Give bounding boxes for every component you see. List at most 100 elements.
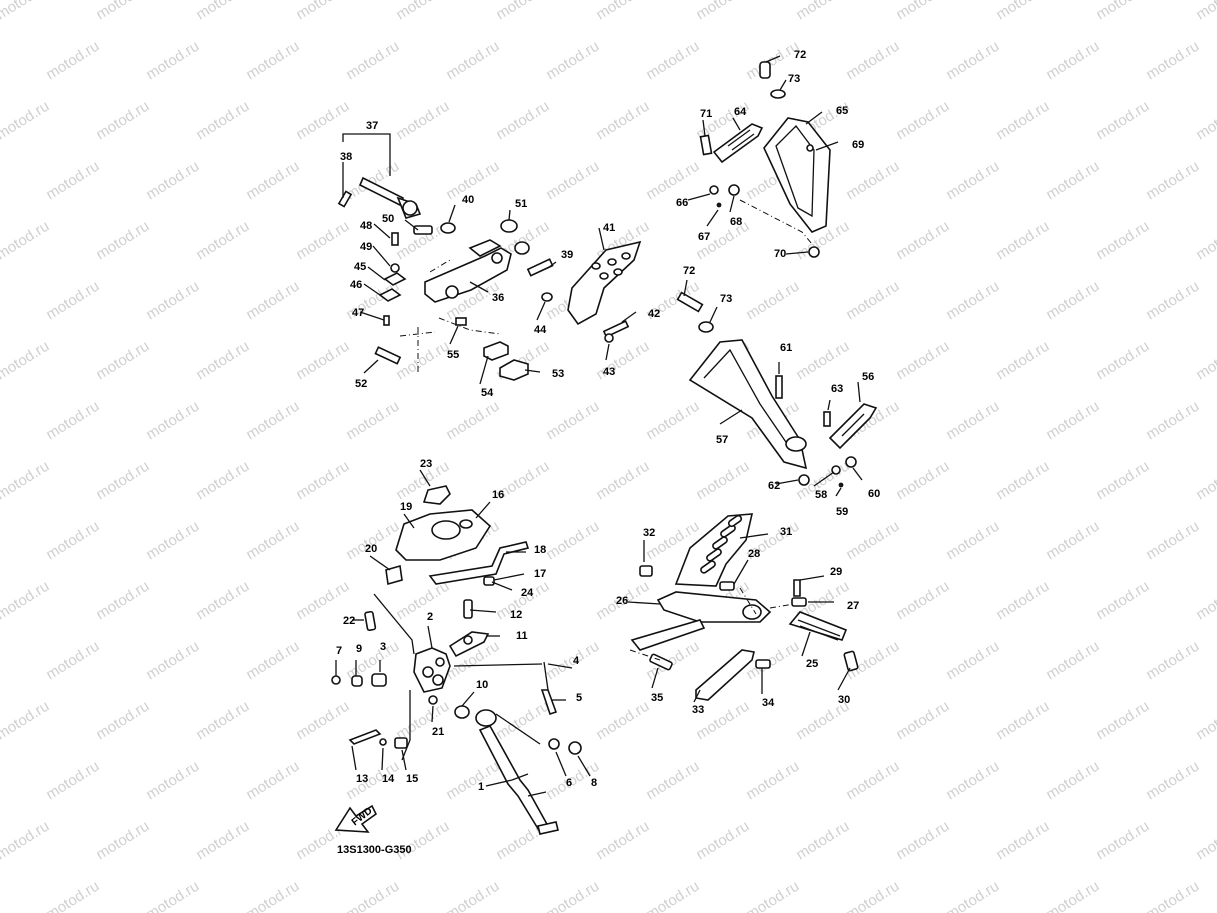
watermark-text: motod.ru (393, 578, 452, 624)
watermark-text: motod.ru (993, 458, 1052, 504)
callout-6: 6 (566, 777, 572, 789)
watermark-text: motod.ru (743, 878, 802, 913)
watermark-text: motod.ru (93, 0, 152, 23)
watermark-text: motod.ru (1193, 338, 1217, 384)
watermark-text: motod.ru (893, 98, 952, 144)
callout-34: 34 (762, 697, 775, 709)
callout-72: 72 (683, 265, 695, 277)
watermark-text: motod.ru (543, 878, 602, 913)
diagram-code: 13S1300-G350 (337, 844, 412, 856)
watermark-text: motod.ru (893, 698, 952, 744)
callout-24: 24 (521, 587, 534, 599)
callout-32: 32 (643, 527, 655, 539)
watermark-text: motod.ru (843, 278, 902, 324)
callout-8: 8 (591, 777, 597, 789)
watermark-text: motod.ru (993, 698, 1052, 744)
watermark-text: motod.ru (393, 338, 452, 384)
watermark-text: motod.ru (0, 158, 2, 204)
watermark-text: motod.ru (93, 578, 152, 624)
callout-50: 50 (382, 213, 394, 225)
watermark-text: motod.ru (943, 398, 1002, 444)
watermark-text: motod.ru (493, 578, 552, 624)
watermark-text: motod.ru (1193, 578, 1217, 624)
watermark-text: motod.ru (993, 338, 1052, 384)
watermark-text: motod.ru (1143, 878, 1202, 913)
callout-42: 42 (648, 308, 660, 320)
watermark-text: motod.ru (893, 218, 952, 264)
watermark-text: motod.ru (243, 638, 302, 684)
callout-70: 70 (774, 248, 786, 260)
callout-60: 60 (868, 488, 880, 500)
watermark-text: motod.ru (93, 818, 152, 864)
callout-5: 5 (576, 692, 582, 704)
watermark-text: motod.ru (943, 38, 1002, 84)
watermark-text: motod.ru (443, 758, 502, 804)
watermark-text: motod.ru (543, 158, 602, 204)
watermark-text: motod.ru (143, 158, 202, 204)
watermark-text: motod.ru (593, 818, 652, 864)
watermark-text: motod.ru (393, 0, 452, 23)
watermark-text: motod.ru (943, 278, 1002, 324)
callout-4: 4 (573, 655, 580, 667)
sidestand-switch-cover (369, 469, 530, 591)
watermark-text: motod.ru (443, 38, 502, 84)
watermark-text: motod.ru (243, 158, 302, 204)
watermark-text: motod.ru (1043, 38, 1102, 84)
callout-13: 13 (356, 773, 368, 785)
callout-27: 27 (847, 600, 859, 612)
watermark-text: motod.ru (1043, 158, 1102, 204)
callout-3: 3 (380, 641, 386, 653)
watermark-text: motod.ru (993, 0, 1052, 23)
watermark-text: motod.ru (743, 758, 802, 804)
watermark-text: motod.ru (593, 0, 652, 23)
front-footrest-assembly (627, 513, 859, 703)
callout-40: 40 (462, 194, 474, 206)
watermark-text: motod.ru (493, 698, 552, 744)
callout-62: 62 (768, 480, 780, 492)
watermark-text: motod.ru (0, 818, 52, 864)
callout-46: 46 (350, 279, 362, 291)
watermark-text: motod.ru (243, 758, 302, 804)
watermark-text: motod.ru (1193, 818, 1217, 864)
watermark-text: motod.ru (0, 38, 2, 84)
watermark-text: motod.ru (1093, 218, 1152, 264)
watermark-text: motod.ru (0, 98, 52, 144)
callout-14: 14 (382, 773, 395, 785)
watermark-text: motod.ru (493, 98, 552, 144)
callout-61: 61 (780, 342, 792, 354)
callout-58: 58 (815, 489, 827, 501)
callout-12: 12 (510, 609, 522, 621)
watermark-text: motod.ru (293, 338, 352, 384)
watermark-text: motod.ru (393, 818, 452, 864)
callout-73: 73 (788, 73, 800, 85)
watermark-text: motod.ru (243, 398, 302, 444)
watermark-text: motod.ru (1093, 0, 1152, 23)
watermark-text: motod.ru (193, 218, 252, 264)
callout-11: 11 (516, 630, 528, 642)
callout-56: 56 (862, 371, 874, 383)
callout-16: 16 (492, 489, 504, 501)
callout-33: 33 (692, 704, 704, 716)
watermark-text: motod.ru (193, 578, 252, 624)
callout-68: 68 (730, 216, 742, 228)
watermark-text: motod.ru (293, 458, 352, 504)
callout-10: 10 (476, 679, 488, 691)
callout-47: 47 (352, 307, 364, 319)
rear-footrest-bracket-lower (676, 279, 878, 497)
callout-38: 38 (340, 151, 352, 163)
watermark-text: motod.ru (1093, 98, 1152, 144)
watermark-text: motod.ru (93, 338, 152, 384)
watermark-text: motod.ru (1143, 158, 1202, 204)
watermark-text: motod.ru (993, 578, 1052, 624)
callout-55: 55 (447, 349, 459, 361)
watermark-text: motod.ru (1043, 518, 1102, 564)
callout-2: 2 (427, 611, 433, 623)
watermark-text: motod.ru (1043, 398, 1102, 444)
watermark-text: motod.ru (1043, 758, 1102, 804)
watermark-text: motod.ru (0, 638, 2, 684)
callout-21: 21 (432, 726, 444, 738)
watermark-text: motod.ru (493, 0, 552, 23)
callout-66: 66 (676, 197, 688, 209)
watermark-text: motod.ru (643, 878, 702, 913)
